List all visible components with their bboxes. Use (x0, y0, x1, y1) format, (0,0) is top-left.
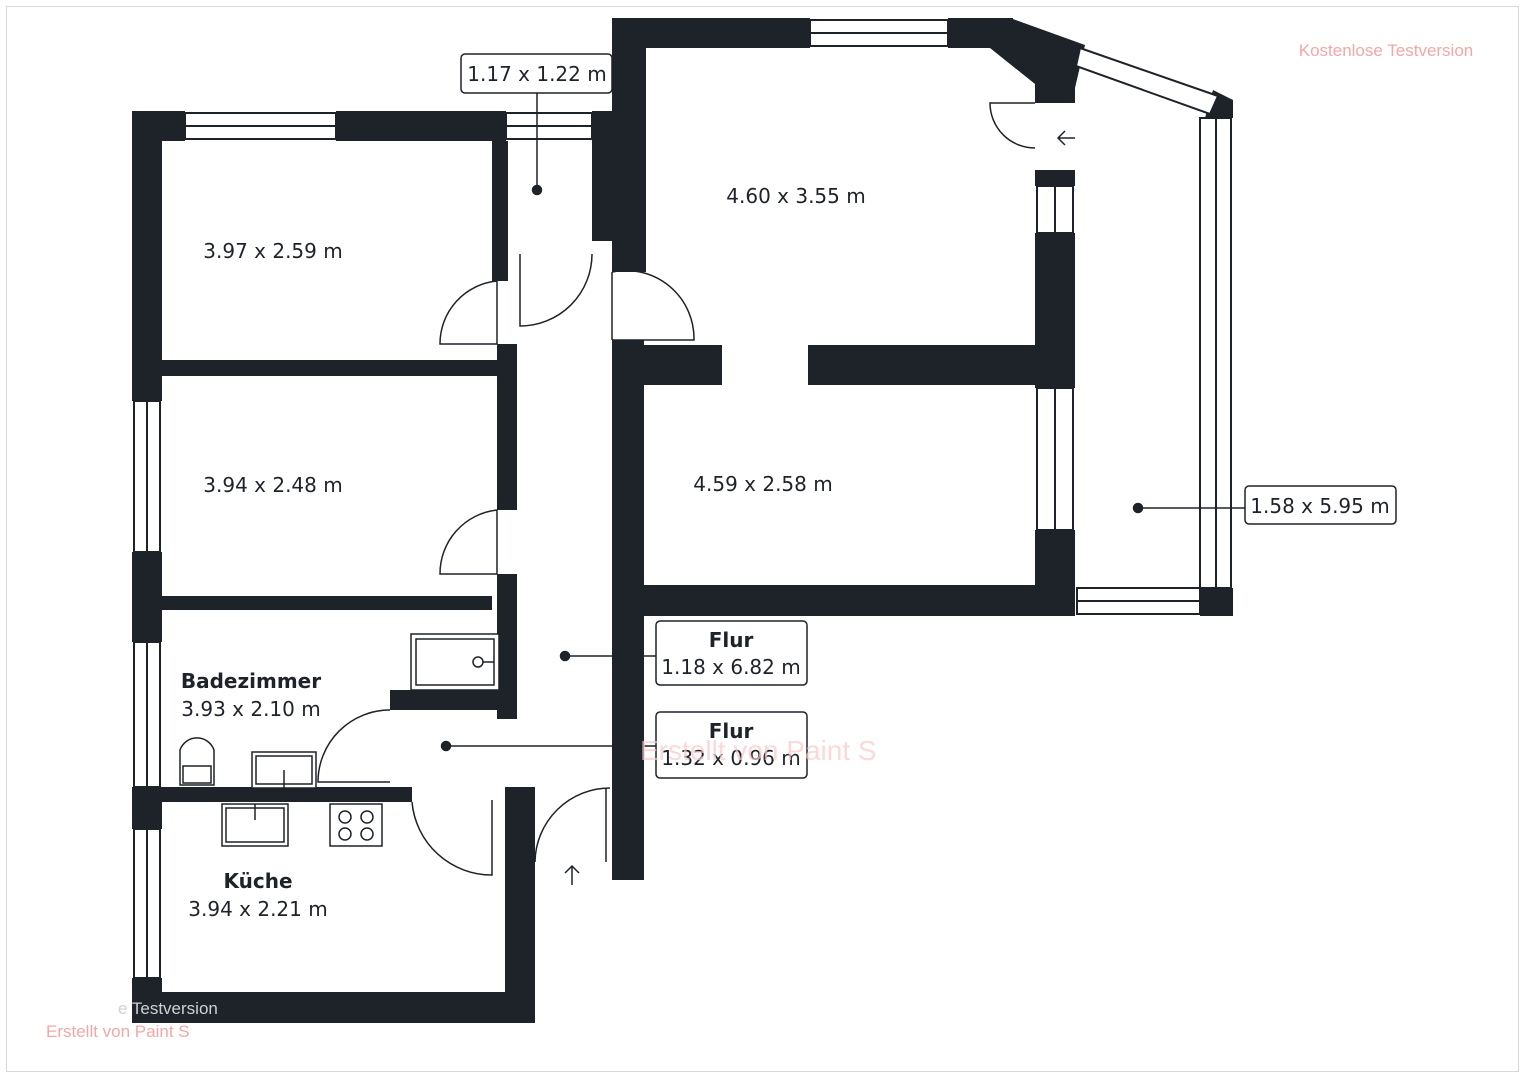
room-name-label: Küche (223, 869, 292, 893)
walls (132, 18, 1233, 1023)
watermark-text: Erstellt von Paint S (640, 735, 877, 766)
room-labels: 3.97 x 2.59 m 3.94 x 2.48 m Badezimmer 3… (181, 62, 1390, 921)
sink-icon (221, 803, 289, 847)
room-size-label: 3.97 x 2.59 m (203, 239, 342, 263)
toilet-icon (179, 737, 215, 786)
page-border (6, 6, 1519, 1072)
watermark-text: e Testversion (118, 999, 218, 1018)
door-swing-icon (439, 280, 498, 345)
windows (133, 19, 1232, 979)
arrows (564, 130, 1075, 885)
doors (317, 102, 1036, 876)
callouts (440, 53, 1397, 779)
room-size-label: 1.18 x 6.82 m (661, 655, 800, 679)
entrance-arrow-icon (564, 864, 580, 885)
stove-icon (329, 803, 383, 847)
window-icon (1074, 46, 1220, 116)
room-size-label: 4.59 x 2.58 m (693, 472, 832, 496)
room-size-label: 1.32 x 0.96 m (661, 746, 800, 770)
door-swing-icon (411, 800, 493, 876)
door-swing-icon (611, 269, 695, 341)
room-size-label: 4.60 x 3.55 m (726, 184, 865, 208)
door-swing-icon (989, 102, 1036, 149)
door-swing-icon (534, 787, 611, 863)
watermark-text: Kostenlose Testversion (1299, 41, 1474, 60)
room-size-label: 3.94 x 2.21 m (188, 897, 327, 921)
entrance-arrow-icon (1056, 130, 1075, 146)
room-size-label: 1.58 x 5.95 m (1250, 494, 1389, 518)
watermark-text: Erstellt von Paint S (46, 1022, 190, 1041)
shower-icon (410, 633, 500, 691)
watermarks: Kostenlose Testversion e Testversion Ers… (46, 41, 1473, 1041)
door-swing-icon (519, 253, 593, 327)
room-size-label: 3.94 x 2.48 m (203, 473, 342, 497)
sink-icon (251, 751, 317, 790)
room-name-label: Flur (709, 628, 754, 652)
room-name-label: Flur (709, 719, 754, 743)
room-size-label: 1.17 x 1.22 m (467, 62, 606, 86)
door-swing-icon (439, 509, 498, 575)
fixtures (179, 633, 500, 847)
door-swing-icon (317, 709, 391, 783)
room-size-label: 3.93 x 2.10 m (181, 697, 320, 721)
room-name-label: Badezimmer (181, 669, 321, 693)
